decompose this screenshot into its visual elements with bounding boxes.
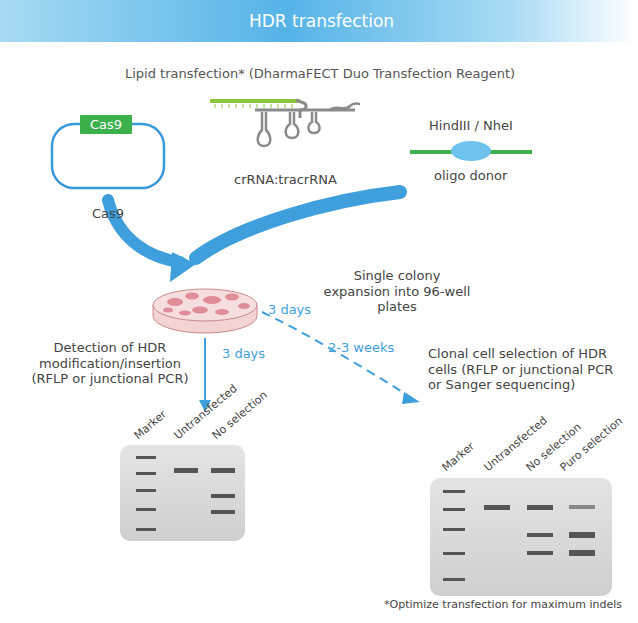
dashed-arrow — [262, 312, 412, 398]
time-label: 2-3 weeks — [328, 340, 394, 356]
subtitle: Lipid transfection* (DharmaFECT Duo Tran… — [125, 66, 515, 82]
gel-right — [430, 478, 612, 596]
arrow-head — [170, 252, 196, 282]
lane-label: Marker — [440, 439, 478, 474]
oligo-donor — [410, 141, 532, 161]
gel-left — [120, 445, 245, 541]
node-text: Cas9 — [90, 117, 122, 132]
header-title: HDR transfection — [249, 11, 394, 31]
flow-arrow — [204, 338, 206, 402]
time-label: 3 days — [268, 302, 311, 318]
step-label: Single colony expansion into 96-well pla… — [322, 268, 472, 315]
step-label: Detection of HDR modification/insertion … — [22, 340, 198, 387]
step-label: Clonal cell selection of HDR cells (RFLP… — [428, 346, 618, 393]
header-band — [0, 0, 638, 42]
component-label: crRNA:tracrRNA — [234, 172, 337, 188]
site-label: HindIII / NheI — [429, 118, 513, 134]
footnote: *Optimize transfection for maximum indel… — [384, 598, 622, 611]
merge-arrows — [108, 192, 400, 262]
time-label: 3 days — [222, 346, 265, 362]
arrow-head — [402, 392, 420, 404]
crrna-tracrrna — [210, 100, 360, 146]
cas9-gene-box: Cas9 — [80, 115, 132, 134]
lane-label: Marker — [132, 407, 170, 442]
component-label: oligo donor — [434, 168, 507, 184]
petri-dish — [153, 289, 257, 333]
component-label: Cas9 — [92, 206, 124, 222]
